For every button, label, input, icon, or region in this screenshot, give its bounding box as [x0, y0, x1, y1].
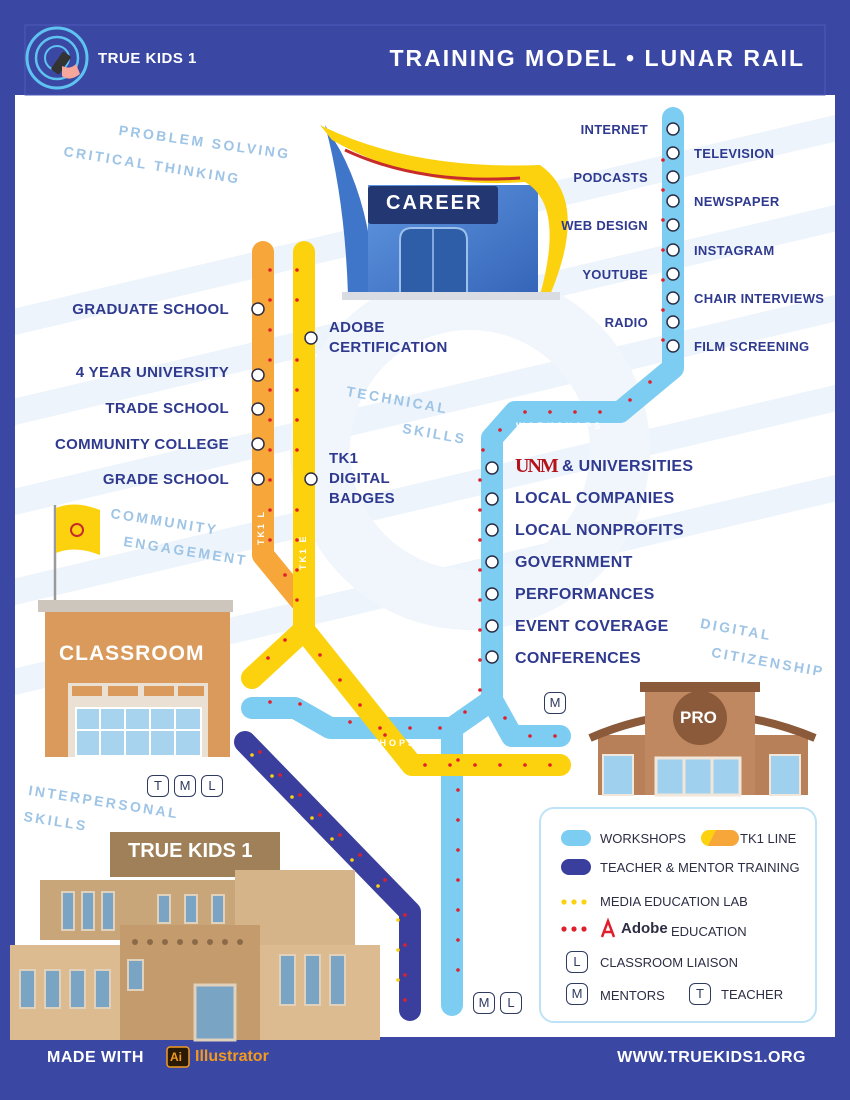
partner-performances: PERFORMANCES: [515, 586, 655, 603]
legend-adobe-brand: Adobe: [621, 920, 668, 937]
partner-local-companies: LOCAL COMPANIES: [515, 490, 675, 507]
pro-mentor-badge: M: [544, 692, 566, 714]
true-kids-building: [10, 832, 380, 1042]
partner-universities: & UNIVERSITIES: [562, 458, 694, 475]
pro-building: [588, 682, 817, 797]
legend-mentors: MENTORS: [600, 988, 665, 1003]
workshops-bottom-label: WORKSHOPS: [330, 738, 418, 748]
legend-workshops: WORKSHOPS: [600, 831, 686, 846]
partner-event-coverage: EVENT COVERAGE: [515, 618, 669, 635]
unm-logo-icon: UNM: [515, 455, 559, 477]
media-instagram: INSTAGRAM: [694, 243, 775, 258]
stop-adobe-line-1: ADOBE: [329, 319, 385, 336]
workshops-top-label: WORKSHOPS: [516, 421, 604, 431]
media-web-design: WEB DESIGN: [561, 218, 648, 233]
logo-icon: [25, 26, 89, 90]
illustrator-icon: [166, 1046, 190, 1068]
partner-local-nonprofits: LOCAL NONPROFITS: [515, 522, 684, 539]
liaison-badge: L: [201, 775, 223, 797]
legend-liaison-badge: L: [566, 951, 588, 973]
media-podcasts: PODCASTS: [573, 170, 648, 185]
bottom-mentor-badge: M: [473, 992, 495, 1014]
media-youtube: YOUTUBE: [582, 267, 648, 282]
bottom-liaison-badge: L: [500, 992, 522, 1014]
media-television: TELEVISION: [694, 146, 775, 161]
media-chair-interviews: CHAIR INTERVIEWS: [694, 291, 825, 306]
legend-teacher-mentor: TEACHER & MENTOR TRAINING: [600, 860, 800, 875]
legend-media-lab: MEDIA EDUCATION LAB: [600, 894, 748, 909]
media-newspaper: NEWSPAPER: [694, 194, 780, 209]
stop-graduate-school: GRADUATE SCHOOL: [72, 301, 229, 318]
tk1-training-line: [234, 731, 421, 1021]
stop-badges-line-2: DIGITAL: [329, 470, 390, 487]
footer-bar: [0, 1037, 850, 1100]
teacher-badge: T: [147, 775, 169, 797]
partner-government: GOVERNMENT: [515, 554, 633, 571]
footer-website-link[interactable]: WWW.TRUEKIDS1.ORG: [617, 1049, 806, 1066]
footer-ai-badge: Ai: [170, 1050, 182, 1064]
brand-name: TRUE KIDS 1: [98, 50, 197, 67]
career-building: [320, 125, 568, 300]
tk1-l-line: [252, 241, 311, 611]
classroom-building: [38, 504, 233, 757]
adobe-red-dots: [258, 158, 665, 1002]
media-internet: INTERNET: [580, 122, 648, 137]
stop-adobe-line-2: CERTIFICATION: [329, 339, 448, 356]
stop-badges-line-3: BADGES: [329, 490, 395, 507]
pro-label: PRO: [680, 708, 717, 727]
media-radio: RADIO: [604, 315, 648, 330]
station-markers: [251, 122, 680, 664]
legend-mentors-badge: M: [566, 983, 588, 1005]
legend-tk1-line: TK1 LINE: [740, 831, 797, 846]
mentor-badge: M: [174, 775, 196, 797]
footer-made-with: MADE WITH: [47, 1049, 144, 1066]
stop-badges-line-1: TK1: [329, 450, 359, 467]
legend-liaison: CLASSROOM LIAISON: [600, 955, 738, 970]
stop-community-college: COMMUNITY COLLEGE: [55, 436, 229, 453]
tk1-l-label: TK1 L: [256, 509, 266, 545]
legend-teacher-badge: T: [689, 983, 711, 1005]
media-lab-yellow-dots: [250, 753, 400, 982]
tk1-e-label: TK1 E: [298, 534, 308, 570]
legend-teacher: TEACHER: [721, 987, 784, 1002]
stop-4-year-university: 4 YEAR UNIVERSITY: [75, 364, 229, 381]
career-label: CAREER: [386, 192, 483, 214]
media-film-screening: FILM SCREENING: [694, 339, 810, 354]
partner-conferences: CONFERENCES: [515, 650, 641, 667]
footer-illustrator: Illustrator: [195, 1048, 269, 1065]
true-kids-label: TRUE KIDS 1: [128, 840, 253, 862]
legend-adobe-education: EDUCATION: [671, 924, 747, 939]
page-title: TRAINING MODEL • LUNAR RAIL: [389, 45, 805, 71]
tk1-e-line: [241, 241, 571, 776]
classroom-label: CLASSROOM: [59, 642, 205, 665]
stop-grade-school: GRADE SCHOOL: [102, 471, 229, 488]
stop-trade-school: TRADE SCHOOL: [105, 400, 229, 417]
legend-box: [539, 807, 817, 1023]
